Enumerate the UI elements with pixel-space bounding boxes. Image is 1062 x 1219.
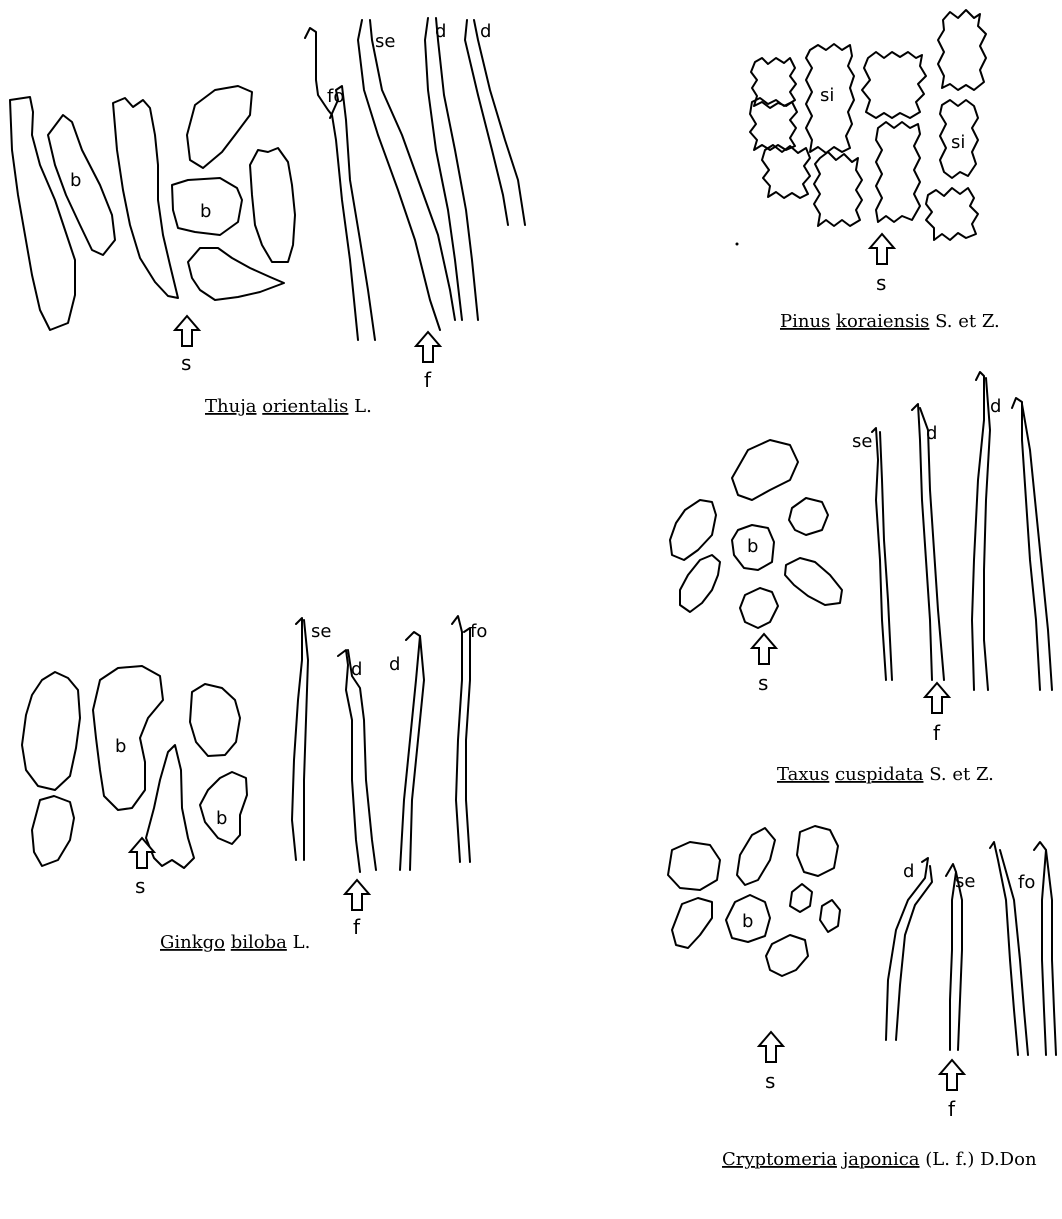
cell-labels: b b fo se d d [70,21,491,222]
fiber-label: fo [470,621,487,642]
sclereid-cell [797,826,838,876]
cell-label: b [216,808,227,829]
cell-label: b [70,170,81,191]
species-caption: Pinus koraiensis S. et Z. [780,311,1000,332]
cell-label: si [820,85,834,106]
cell-label: b [115,736,126,757]
sclereid-cell [680,555,720,612]
fiber-label: d [435,21,446,42]
sclereid-cells [10,86,295,330]
fiber-label: d [351,659,362,680]
up-arrow-icon [925,683,949,713]
sclereid-cells [668,826,840,976]
sclereid-cell [22,672,80,790]
fiber-label: fo [327,86,344,107]
fiber-label: d [903,861,914,882]
fiber-label: se [311,621,331,642]
panel-taxus: b se d d s f Taxus cuspidata S. et Z. [670,372,1052,785]
sclereid-cell [876,122,920,222]
sclereid-cell [187,86,252,168]
sclereid-cell [814,152,862,226]
panel-thuja: b b fo se d d s f Thuja orientalis L. [10,18,525,417]
sclereid-cells [750,10,986,240]
cell-labels: b d se fo [742,861,1035,932]
species-caption: Thuja orientalis L. [205,396,372,417]
sclereid-cell [113,98,178,298]
cell-label: si [951,132,965,153]
up-arrow-icon [759,1032,783,1062]
sclereid-cell [188,248,284,300]
arrow-label: s [765,1069,775,1093]
fiber-label: d [389,654,400,675]
sclereid-cell [785,558,842,605]
fiber-strands [305,18,525,340]
sclereid-cell [190,684,240,756]
sclereid-cell [862,52,926,118]
sclereid-cell [672,898,712,948]
up-arrow-icon [940,1060,964,1090]
up-arrow-icon [130,838,154,868]
up-arrow-icon [416,332,440,362]
arrow-label: f [933,721,941,745]
fiber-label: d [990,396,1001,417]
sclereid-cell [938,10,986,90]
cell-label: b [742,911,753,932]
fiber-label: se [375,31,395,52]
sclereid-cell [820,900,840,932]
sclereid-cell [762,145,810,198]
sclereid-cell [48,115,115,255]
sclereid-cell [10,97,75,330]
arrow-label: s [758,671,768,695]
sclereid-cell [93,666,163,810]
cell-label: b [200,201,211,222]
sclereid-cell [790,884,812,912]
fiber-label: d [926,423,937,444]
cell-label: b [747,536,758,557]
panel-pinus: si si s Pinus koraiensis S. et Z. [736,10,1000,332]
panel-cryptomeria: b d se fo s f Cryptomeria japonica (L. f… [668,826,1056,1170]
sclereid-cell [732,440,798,500]
fiber-strands [872,372,1052,690]
sclereid-cell [926,188,978,240]
up-arrow-icon [752,634,776,664]
sclereid-cells [22,666,247,868]
stray-dot [736,243,739,246]
arrow-label: s [181,351,191,375]
fiber-label: fo [1018,872,1035,893]
up-arrow-icon [870,234,894,264]
arrow-label: f [353,915,361,939]
arrow-label: f [424,368,432,392]
fiber-label: se [955,871,975,892]
sclereid-cell [766,935,808,976]
species-caption: Taxus cuspidata S. et Z. [777,764,994,785]
up-arrow-icon [345,880,369,910]
arrow-label: s [876,271,886,295]
arrow-label: s [135,874,145,898]
species-caption: Ginkgo biloba L. [160,932,310,953]
sclereid-cell [740,588,778,628]
fiber-strands [292,616,470,872]
cell-labels: b se d d [747,396,1001,557]
up-arrow-icon [175,316,199,346]
sclereid-cell [789,498,828,535]
species-caption: Cryptomeria japonica (L. f.) D.Don [722,1149,1037,1170]
sclereid-cell [737,828,775,885]
sclereid-cell [668,842,720,890]
sclereid-cell [32,796,74,866]
fiber-label: d [480,21,491,42]
sclereid-cell [670,500,716,560]
sclereid-cells [670,440,842,628]
sclereid-cell [250,148,295,262]
arrow-label: f [948,1097,956,1121]
panel-ginkgo: b b se d d fo s f Ginkgo biloba L. [22,616,487,953]
fiber-label: se [852,431,872,452]
